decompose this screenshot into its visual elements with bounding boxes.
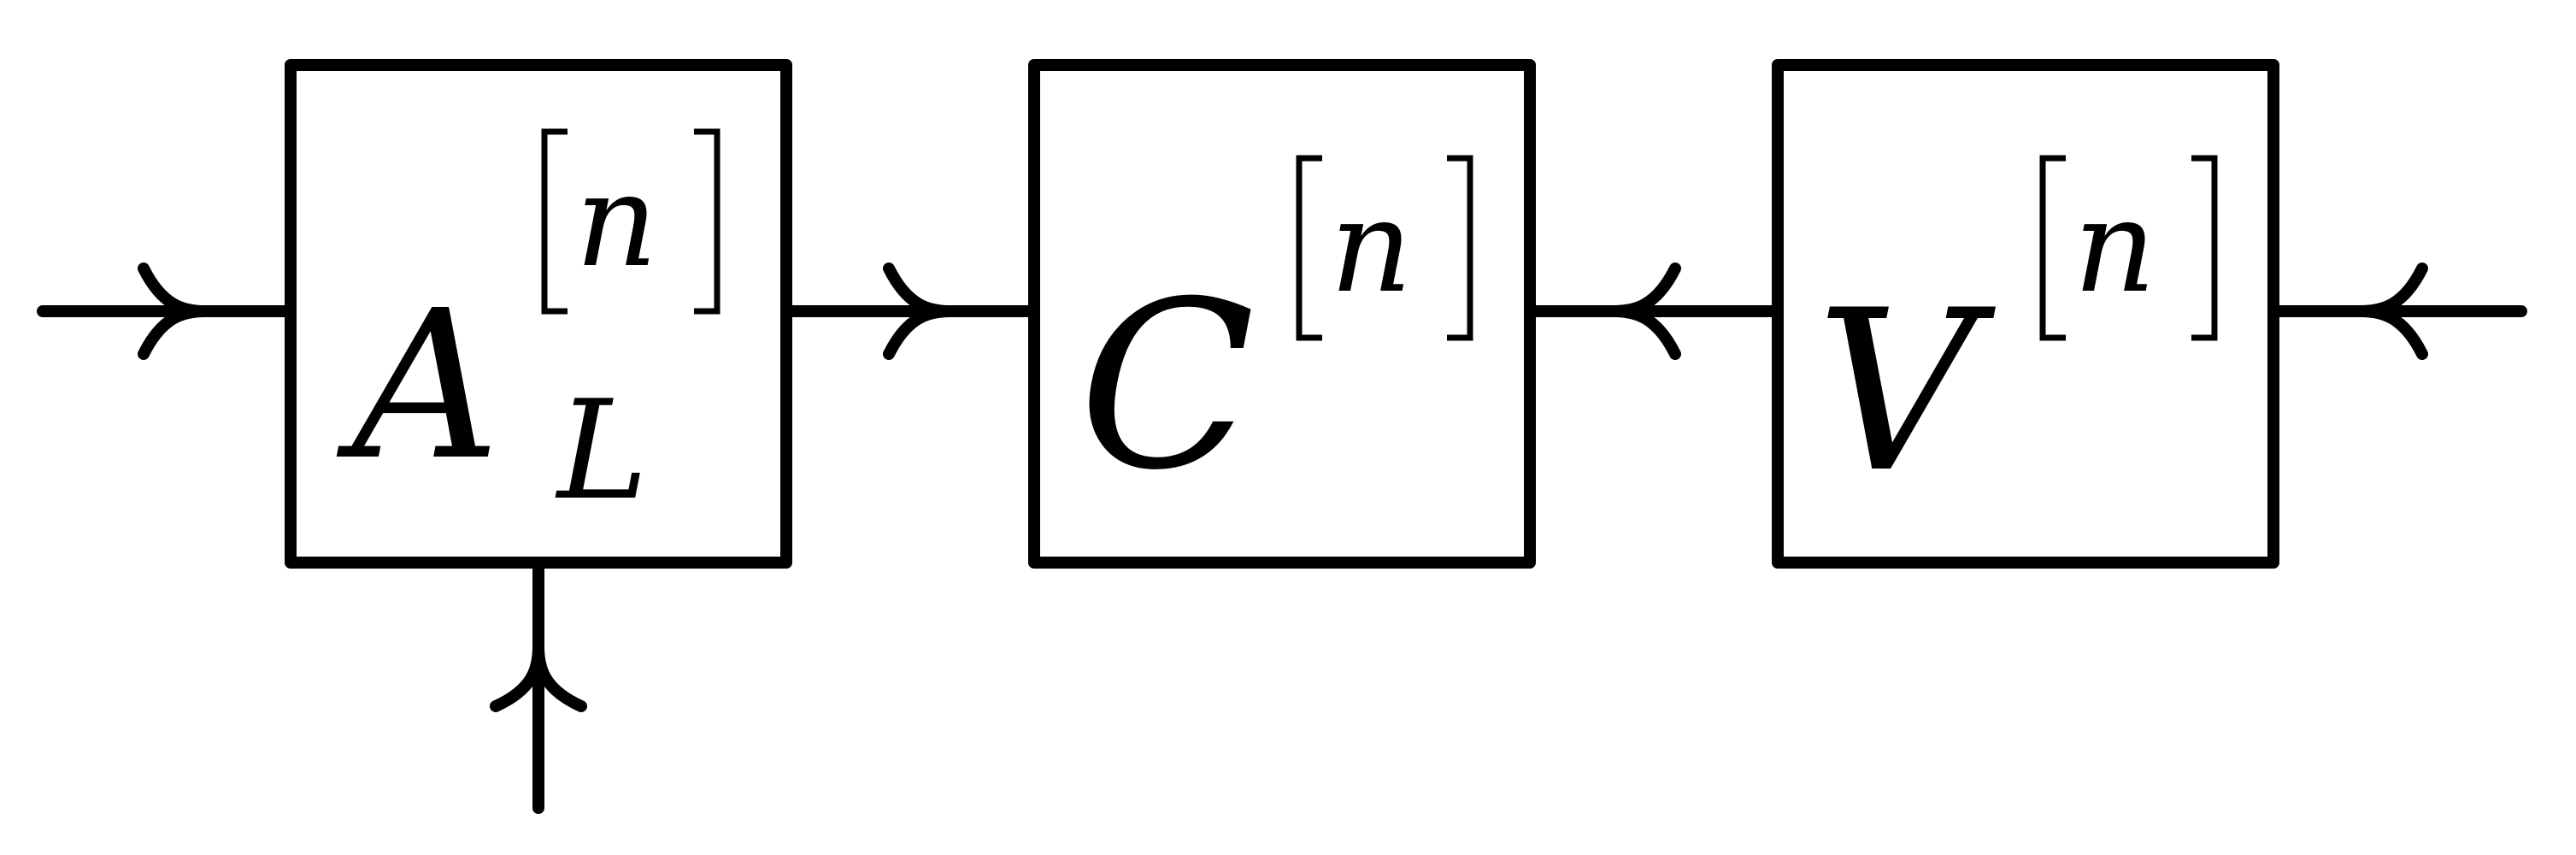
tensor-c: C n xyxy=(1028,59,1536,569)
right-leg-arrow-left xyxy=(2355,262,2428,360)
tensor-a-l-bracket-right xyxy=(694,128,720,315)
tensor-c-superscript: n xyxy=(1330,173,1413,321)
physical-leg-arrow-up xyxy=(490,640,587,712)
tensor-v-bracket-left xyxy=(2039,155,2066,341)
tensor-v: V n xyxy=(1772,59,2279,569)
left-leg-arrow-right xyxy=(138,262,211,360)
bond-ac-arrow-right xyxy=(883,262,956,360)
tensor-a-l-symbol: A xyxy=(336,266,500,505)
tensor-a-l-superscript: n xyxy=(575,147,658,296)
tensor-a-l-bracket-left xyxy=(541,128,568,315)
tensor-v-superscript: n xyxy=(2073,173,2156,321)
tensor-a-l-box xyxy=(285,59,792,569)
tensor-v-symbol: V xyxy=(1816,263,1997,522)
tensor-a-l-subscript: L xyxy=(555,370,648,530)
tensor-c-box xyxy=(1028,59,1536,569)
tensor-a-l: A L n xyxy=(285,59,792,569)
tensor-c-symbol: C xyxy=(1079,251,1256,521)
bond-cv-arrow-left xyxy=(1608,262,1681,360)
tensor-v-box xyxy=(1772,59,2279,569)
tensor-c-bracket-right xyxy=(1447,155,1473,341)
tensor-v-bracket-right xyxy=(2191,155,2218,341)
tensor-c-bracket-left xyxy=(1296,155,1322,341)
